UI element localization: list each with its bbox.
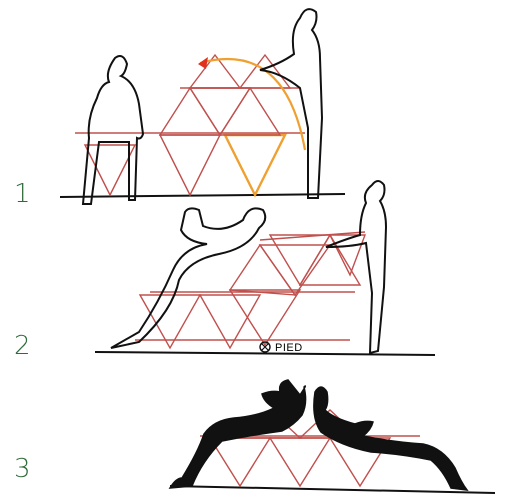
panel-3: 3 xyxy=(14,380,495,493)
panel-1-rotation-arc xyxy=(200,59,305,150)
panel-1-label: 1 xyxy=(14,179,31,209)
panel-2-standing-figure xyxy=(326,181,386,353)
panel-2-label: 2 xyxy=(14,331,31,361)
panel-1: 1 xyxy=(14,9,345,209)
panel-2-lattice xyxy=(135,232,365,348)
panel-3-label: 3 xyxy=(14,454,31,484)
panel-2-annotation: PIED xyxy=(275,342,303,354)
panel-2: PIED 2 xyxy=(14,181,435,361)
panel-3-left-figure xyxy=(170,380,306,488)
panel-1-seated-figure xyxy=(83,56,143,204)
panel-3-ground xyxy=(170,486,495,493)
panel-1-ground xyxy=(60,194,345,197)
